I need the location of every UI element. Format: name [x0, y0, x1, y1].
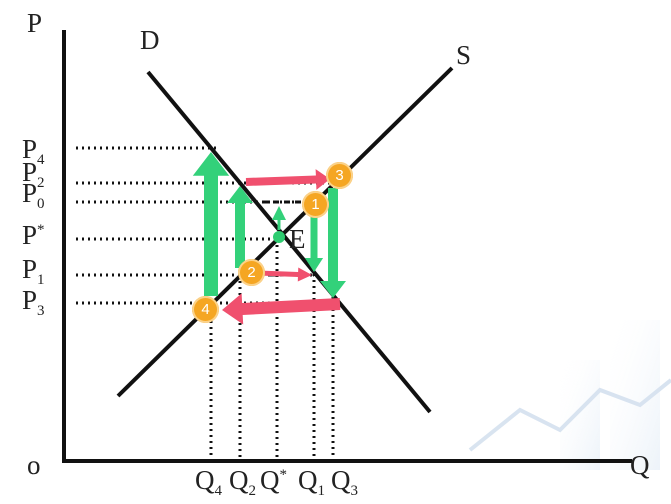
price-label: P0 [22, 180, 45, 212]
step-badge: 4 [192, 296, 219, 323]
quantity-label: Q* [260, 467, 287, 494]
cobweb-arrows [192, 152, 346, 325]
quantity-label: Q2 [229, 467, 256, 499]
step-badge: 2 [238, 259, 265, 286]
supply-label: S [456, 40, 472, 70]
x-axis-label: Q [630, 450, 650, 480]
quantity-arrow-q2 [227, 186, 253, 268]
price-label-subscript: 2 [37, 175, 45, 191]
demand-label: D [140, 25, 160, 55]
quantity-arrow-q4 [192, 152, 230, 296]
origin-label: o [27, 450, 41, 480]
price-label-subscript: 0 [37, 196, 45, 212]
quantity-label-subscript: 4 [214, 483, 223, 499]
price-label: P1 [22, 256, 45, 288]
equilibrium-label: E [289, 224, 306, 254]
quantity-label-base: Q [229, 465, 249, 495]
quantity-label: Q3 [331, 467, 358, 499]
price-label-base: P [22, 285, 38, 315]
quantity-label-base: Q [298, 465, 318, 495]
price-label-base: P [22, 254, 38, 284]
quantity-label-base: Q [260, 465, 280, 495]
price-label-subscript: 4 [37, 152, 45, 168]
y-axis-label: P [27, 8, 43, 38]
price-arrow-p1 [257, 267, 312, 282]
quantity-label: Q1 [298, 467, 325, 499]
price-label: P* [22, 222, 45, 249]
price-label-base: P [22, 134, 38, 164]
price-label-base: P [22, 220, 38, 250]
demand-curve [146, 70, 432, 414]
price-label-base: P [22, 178, 38, 208]
background-decoration [468, 320, 671, 470]
price-label: P4 [22, 136, 45, 168]
price-label-subscript: 3 [37, 303, 45, 319]
quantity-arrow-q3 [320, 188, 346, 298]
quantity-label-subscript: 1 [317, 483, 326, 499]
price-label-superscript: * [37, 222, 45, 238]
step-badge: 3 [326, 162, 353, 189]
quantity-label-superscript: * [279, 467, 288, 483]
quantity-arrow-q1 [304, 210, 324, 272]
price-arrow-p3 [222, 293, 341, 325]
quantity-label-base: Q [195, 465, 215, 495]
quantity-label: Q4 [195, 467, 222, 499]
price-label: P3 [22, 287, 45, 319]
quantity-label-subscript: 3 [350, 483, 359, 499]
quantity-arrow-q-star [272, 206, 286, 230]
quantity-label-base: Q [331, 465, 351, 495]
price-label: P2 [22, 159, 45, 191]
price-label-base: P [22, 157, 38, 187]
step-badge: 1 [302, 191, 329, 218]
equilibrium-point [273, 231, 285, 243]
quantity-label-subscript: 2 [248, 483, 257, 499]
supply-curve [116, 66, 454, 398]
price-arrow-p2 [245, 169, 330, 190]
price-label-subscript: 1 [37, 272, 45, 288]
